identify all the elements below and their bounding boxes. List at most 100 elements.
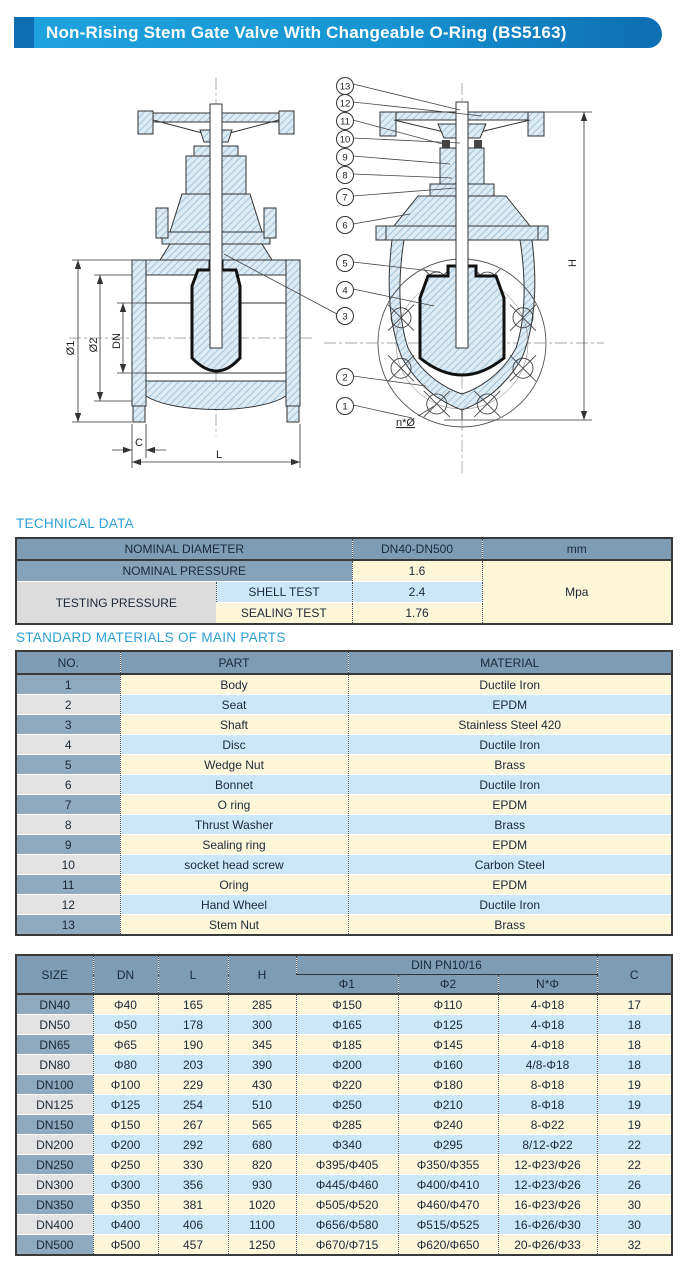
svg-text:4: 4 [342, 285, 347, 296]
dimension-l: L [131, 424, 301, 468]
size-col-dn: DN [92, 955, 158, 995]
size-cell: 680 [227, 1134, 296, 1155]
dimension-dia2: Ø2 [88, 274, 132, 402]
size-cell: DN250 [16, 1154, 93, 1175]
nominal-pressure-value: 1.6 [351, 560, 483, 582]
size-cell: 30 [596, 1214, 672, 1235]
material-cell: Carbon Steel [347, 854, 672, 875]
size-col-l: L [157, 955, 228, 995]
materials-col-material: MATERIAL [347, 651, 672, 675]
size-cell: 178 [157, 1014, 228, 1035]
size-cell: 16-Φ23/Φ26 [497, 1194, 597, 1215]
material-cell: Brass [347, 814, 672, 835]
material-cell: EPDM [347, 834, 672, 855]
material-cell: Hand Wheel [119, 894, 348, 915]
size-cell: 267 [157, 1114, 228, 1135]
size-cell: 19 [596, 1094, 672, 1115]
size-cell: 18 [596, 1034, 672, 1055]
material-cell: 4 [16, 734, 120, 755]
size-cell: 285 [227, 994, 296, 1015]
svg-text:9: 9 [342, 152, 347, 163]
material-cell: 12 [16, 894, 120, 915]
svg-text:1: 1 [342, 401, 347, 412]
size-cell: Φ150 [92, 1114, 158, 1135]
svg-text:8: 8 [342, 170, 347, 181]
size-cell: 457 [157, 1234, 228, 1255]
size-cell: Φ185 [295, 1034, 398, 1055]
material-cell: EPDM [347, 874, 672, 895]
callout-7: 7 [336, 187, 457, 206]
size-cell: Φ100 [92, 1074, 158, 1095]
svg-text:5: 5 [342, 258, 347, 269]
material-cell: 1 [16, 674, 120, 695]
size-col-group-din: DIN PN10/16 [295, 955, 597, 975]
dim-label-n-holes: n*Ø [396, 417, 415, 429]
material-cell: Ductile Iron [347, 734, 672, 755]
size-cell: Φ210 [397, 1094, 498, 1115]
material-cell: socket head screw [119, 854, 348, 875]
size-cell: 26 [596, 1174, 672, 1195]
size-cell: 8-Φ18 [497, 1094, 597, 1115]
size-cell: Φ350 [92, 1194, 158, 1215]
material-cell: Ductile Iron [347, 894, 672, 915]
page-title: Non-Rising Stem Gate Valve With Changeab… [46, 22, 567, 42]
size-cell: Φ295 [397, 1134, 498, 1155]
callout-4: 4 [336, 281, 435, 307]
size-cell: DN350 [16, 1194, 93, 1215]
dimension-dn: DN [111, 302, 146, 374]
size-cell: 12-Φ23/Φ26 [497, 1174, 597, 1195]
material-cell: Thrust Washer [119, 814, 348, 835]
size-cell: 18 [596, 1054, 672, 1075]
size-cell: 165 [157, 994, 228, 1015]
materials-col-no: NO. [16, 651, 120, 675]
sealing-test-value: 1.76 [351, 602, 483, 624]
dim-label-dia2: Ø2 [88, 338, 100, 353]
nominal-pressure-label: NOMINAL PRESSURE [16, 560, 353, 582]
size-cell: 4/8-Φ18 [497, 1054, 597, 1075]
size-col-phi2: Φ2 [397, 974, 498, 995]
material-cell: Brass [347, 914, 672, 935]
technical-data-heading: TECHNICAL DATA [16, 516, 134, 531]
size-cell: 356 [157, 1174, 228, 1195]
size-cell: DN100 [16, 1074, 93, 1095]
body-side [131, 259, 301, 423]
size-cell: DN125 [16, 1094, 93, 1115]
size-cell: Φ285 [295, 1114, 398, 1135]
callout-5: 5 [336, 254, 441, 273]
size-cell: 565 [227, 1114, 296, 1135]
nominal-diameter-unit: mm [481, 538, 672, 561]
size-cell: 17 [596, 994, 672, 1015]
size-col-size: SIZE [16, 955, 93, 995]
material-cell: 9 [16, 834, 120, 855]
table-row: SEALING TEST 1.76 [16, 602, 672, 624]
size-cell: Φ400 [92, 1214, 158, 1235]
size-cell: DN500 [16, 1234, 93, 1255]
gland-packing-side [185, 145, 247, 195]
size-cell: Φ40 [92, 994, 158, 1015]
material-cell: O ring [119, 794, 348, 815]
svg-text:10: 10 [340, 134, 351, 145]
size-cell: 16-Φ26/Φ30 [497, 1214, 597, 1235]
size-cell: Φ165 [295, 1014, 398, 1035]
testing-pressure-label: TESTING PRESSURE [16, 581, 216, 625]
technical-data-table: NOMINAL DIAMETER DN40-DN500 mm NOMINAL P… [15, 537, 673, 625]
size-cell: Φ160 [397, 1054, 498, 1075]
size-col-nphi: N*Φ [497, 974, 597, 995]
dimension-h: H [444, 111, 592, 421]
callout-1: 1 [336, 397, 413, 419]
size-col-phi1: Φ1 [296, 974, 398, 995]
size-cell: 4-Φ18 [497, 994, 597, 1015]
size-cell: 1100 [227, 1214, 296, 1235]
size-cell: Φ340 [295, 1134, 398, 1155]
